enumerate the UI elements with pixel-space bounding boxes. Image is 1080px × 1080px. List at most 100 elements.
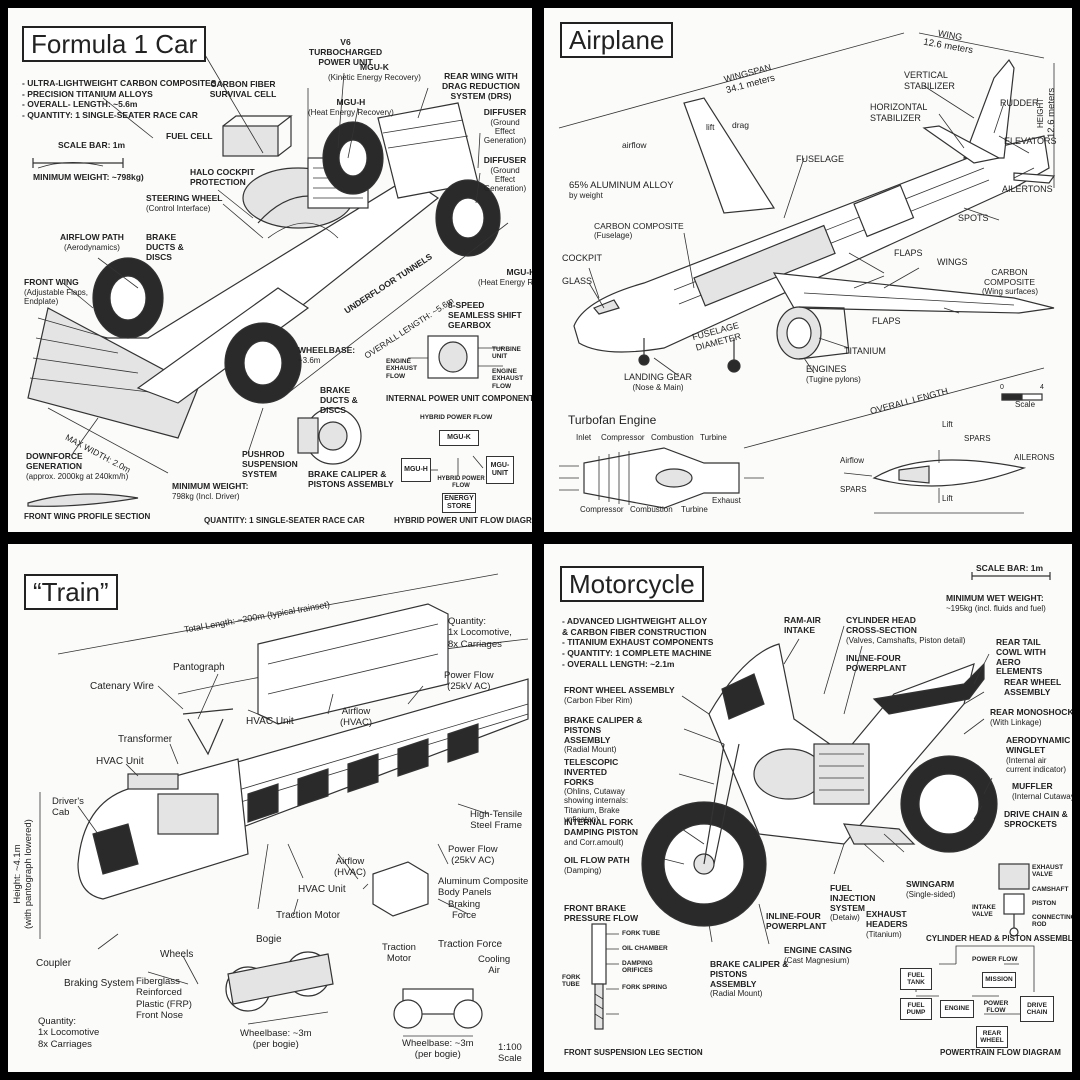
moto-spec-line: - ADVANCED LIGHTWEIGHT ALLOY [562,616,708,626]
f1-label-engine-exhaust: ENGINE EXHAUST FLOW [386,358,418,380]
moto-label-fork-tube: FORK TUBE [622,930,660,937]
moto-fork-damping-text: INTERNAL FORK DAMPING PISTON [564,817,638,837]
moto-spec-line: & CARBON FIBER CONSTRUCTION [562,626,707,637]
f1-hybrid-title: HYBRID POWER FLOW [420,414,493,421]
plane-title: Airplane [560,22,674,58]
train-label-power-flow: Power Flow(25kV AC) [444,670,494,693]
train-label-traction-motor: Traction Motor [276,910,341,921]
f1-downforce-text: DOWNFORCE GENERATION [26,451,83,471]
moto-label-damping-orifices: DAMPING ORIFICES [622,960,653,975]
f1-hybrid-box-mguh: MGU-H [401,458,431,482]
f1-label-turbine-unit: TURBINE UNIT [492,346,521,361]
moto-muffler-text: MUFFLER [1012,781,1053,791]
f1-spec-line: - ULTRA-LIGHTWEIGHT CARBON COMPOSITES [22,78,217,88]
train-fiberglass-l2: Reinforced [136,987,182,999]
plane-tf-turbine: Turbine [700,433,727,442]
f1-label-engine-exhaust-2: ENGINE EXHAUST FLOW [492,368,524,390]
plane-label-landing-gear: LANDING GEAR(Nose & Main) [624,372,692,392]
plane-af-spars-2: SPARS [840,485,867,494]
train-fiberglass-l4: Front Nose [136,1010,183,1022]
plane-tf-compressor-2: Compressor [580,505,624,514]
train-label-coupler: Coupler [36,958,72,969]
moto-caption-powertrain: POWERTRAIN FLOW DIAGRAM [940,1048,1061,1057]
plane-af-airflow: Airflow [840,456,865,465]
f1-hybrid-box-mgu-unit: MGU- UNIT [486,456,514,484]
moto-label-aero-winglet: AERODYNAMIC WINGLET(Internal air current… [1006,735,1071,774]
f1-scale-bar-label: SCALE BAR: 1m [58,140,126,150]
plane-af-spars: SPARS [964,434,991,443]
train-drivers-cab-l1: Driver's [52,796,84,807]
moto-front-wheel-sub: (Carbon Fiber Rim) [564,695,633,705]
motorcycle-illustration [591,572,1051,1030]
f1-airflow-sub: (Aerodynamics) [63,242,120,252]
moto-fork-damping-sub: and Corr.amoult) [564,837,624,847]
train-label-wheelbase-2: Wheelbase: ~3m(per bogie) [402,1038,474,1061]
moto-front-wheel-text: FRONT WHEEL ASSEMBLY [564,685,675,695]
moto-label-cyl-head: CYLINDER HEAD CROSS-SECTION(Valves, Cams… [846,615,965,645]
plane-label-fuselage: FUSELAGE [796,154,845,164]
train-aluminum-panels-l1: Aluminum Composite [438,876,529,887]
plane-turbofan-title: Turbofan Engine [568,413,657,427]
moto-exhaust-headers-sub: (Titanium) [866,929,902,939]
f1-mguk-sub: (Kinetic Energy Recovery) [328,72,421,82]
moto-label-inline-four-2: INLINE-FOUR POWERPLANT [766,911,827,931]
plane-label-engines: ENGINES(Tugine pylons) [806,364,861,384]
moto-label-fork-spring: FORK SPRING [622,984,668,991]
train-label-wheels: Wheels [160,949,194,960]
moto-pf-fuel-tank: FUEL TANK [900,968,932,990]
moto-label-rear-monoshock: REAR MONOSHOCK(With Linkage) [990,707,1072,727]
moto-min-wet-sub: ~195kg (incl. fluids and fuel) [946,603,1046,613]
train-drivers-cab-l2: Cab [52,807,70,819]
moto-label-connecting-rod: CONNECTING ROD [1032,914,1072,929]
moto-label-exhaust-headers: EXHAUST HEADERS(Titanium) [866,909,916,939]
moto-label-engine-casing: ENGINE CASING(Cast Magnesium) [784,945,852,965]
moto-label-piston: PISTON [1032,900,1057,907]
train-label-pantograph: Pantograph [173,662,225,673]
train-cooling-air-l1: Cooling [478,954,511,965]
train-height-sub: (with pantograph lowered) [23,819,35,929]
train-aluminum-panels-l2: Body Panels [438,887,492,899]
train-power-flow-sub: (25kV AC) [447,681,491,693]
moto-label-inline-four: INLINE-FOUR POWERPLANT [846,653,907,673]
plane-af-lift-2: Lift [942,494,953,503]
plane-label-lift: lift [706,122,715,132]
panel-motorcycle: Motorcycle SCALE BAR: 1m MINIMUM WET WEI… [544,544,1072,1072]
f1-mguh-sub: (Heat Energy Recovery) [308,107,394,117]
train-label-hvac-unit-left: HVAC Unit [96,756,144,767]
moto-rear-monoshock-text: REAR MONOSHOCK [990,707,1072,717]
plane-label-vertical-stab: VERTICAL STABILIZER [904,70,955,91]
train-quantity-bottom-l1: Quantity: [38,1016,77,1027]
moto-caption-cyl: CYLINDER HEAD & PISTON ASSEMBLY [926,934,1072,943]
moto-engine-casing-sub: (Cast Magnesium) [784,955,850,965]
moto-telescopic-sub: (Ohlins, Cutaway showing internals: Tita… [564,787,629,824]
train-wheelbase2-sub: (per bogie) [414,1049,461,1061]
f1-hybrid-center: HYBRID POWER FLOW [437,476,485,489]
moto-pf-power-flow: POWER FLOW [983,1000,1009,1015]
moto-oil-flow-sub: (Damping) [564,865,602,875]
moto-spec-line: - QUANTITY: 1 COMPLETE MACHINE [562,647,712,658]
f1-diffuser1-sub: (Ground Effect Generation) [483,117,527,146]
f1-caption-quantity: QUANTITY: 1 SINGLE-SEATER RACE CAR [204,516,365,525]
moto-aero-winglet-text: AERODYNAMIC WINGLET [1006,735,1071,755]
moto-cyl-head-text: CYLINDER HEAD CROSS-SECTION [846,615,917,635]
f1-label-brake-caliper: BRAKE CALIPER & PISTONS ASSEMBLY [308,469,394,489]
plane-label-airflow: airflow [622,140,647,150]
moto-aero-winglet-sub: (Internal air current indicator) [1006,755,1067,774]
moto-spec-line: - TITANIUM EXHAUST COMPONENTS [562,637,714,648]
moto-label-oil-chamber: OIL CHAMBER [622,945,668,952]
train-power-flow2-text: Power Flow [448,844,498,855]
moto-muffler-sub: (Internal Cutaway) [1012,791,1072,801]
plane-carbon-fuselage-sub: (Fuselage) [594,231,633,241]
f1-label-carbon-cell: CARBON FIBER SURVIVAL CELL [209,79,277,99]
panel-train: “Train” Total Length: ~200m (typical tra… [8,544,532,1072]
f1-specs: - ULTRA-LIGHTWEIGHT CARBON COMPOSITES - … [22,78,216,121]
train-braking-force-l1: Braking [448,899,481,910]
train-quantity-top-l2: 1x Locomotive, [448,627,512,639]
f1-title: Formula 1 Car [22,26,207,62]
plane-scale-0: 0 [1000,384,1004,391]
f1-label-min-weight: MINIMUM WEIGHT:798kg (Incl. Driver) [172,481,249,501]
